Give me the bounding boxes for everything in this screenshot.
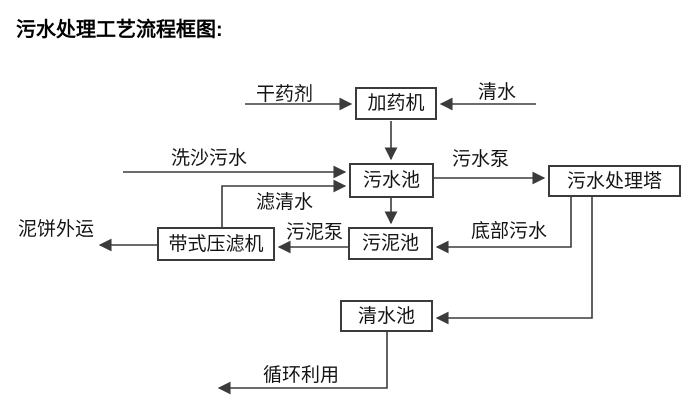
node-treatment-tower-label: 污水处理塔 [566, 170, 662, 192]
edge-label-filtered-water: 滤清水 [256, 192, 314, 213]
arrow-bottom-sewage-to-sludge-pool [435, 197, 572, 254]
node-treatment-tower: 污水处理塔 [548, 165, 681, 197]
page-title: 污水处理工艺流程框图: [16, 19, 223, 41]
edge-label-sludge-pump: 污泥泵 [286, 222, 344, 243]
node-clean-water-pool-label: 清水池 [357, 305, 415, 327]
node-sewage-pool: 污水池 [349, 163, 434, 198]
node-clean-water-pool: 清水池 [340, 300, 433, 332]
node-belt-filter-press: 带式压滤机 [157, 227, 275, 261]
node-belt-filter-press-label: 带式压滤机 [168, 233, 264, 255]
node-sludge-pool-label: 污泥池 [361, 233, 419, 254]
arrow-recycle-out [217, 332, 388, 395]
edge-label-sewage-pump: 污水泵 [452, 149, 510, 170]
edge-label-recycle: 循环利用 [263, 365, 340, 386]
node-sewage-pool-label: 污水池 [362, 170, 420, 191]
arrow-filtered-water-to-sewage-pool [221, 179, 347, 227]
edge-label-bottom-sewage: 底部污水 [471, 221, 548, 242]
node-sludge-pool: 污泥池 [348, 227, 433, 260]
edge-label-sand-washing-sewage: 洗沙污水 [171, 148, 248, 169]
edge-label-dry-agent: 干药剂 [256, 84, 314, 105]
arrow-tower-to-clean-pool [435, 197, 593, 325]
edge-label-clean-water: 清水 [478, 82, 517, 103]
edge-label-mud-cake-out: 泥饼外运 [18, 219, 95, 240]
node-dosing-machine: 加药机 [355, 87, 437, 120]
node-dosing-machine-label: 加药机 [367, 93, 425, 114]
